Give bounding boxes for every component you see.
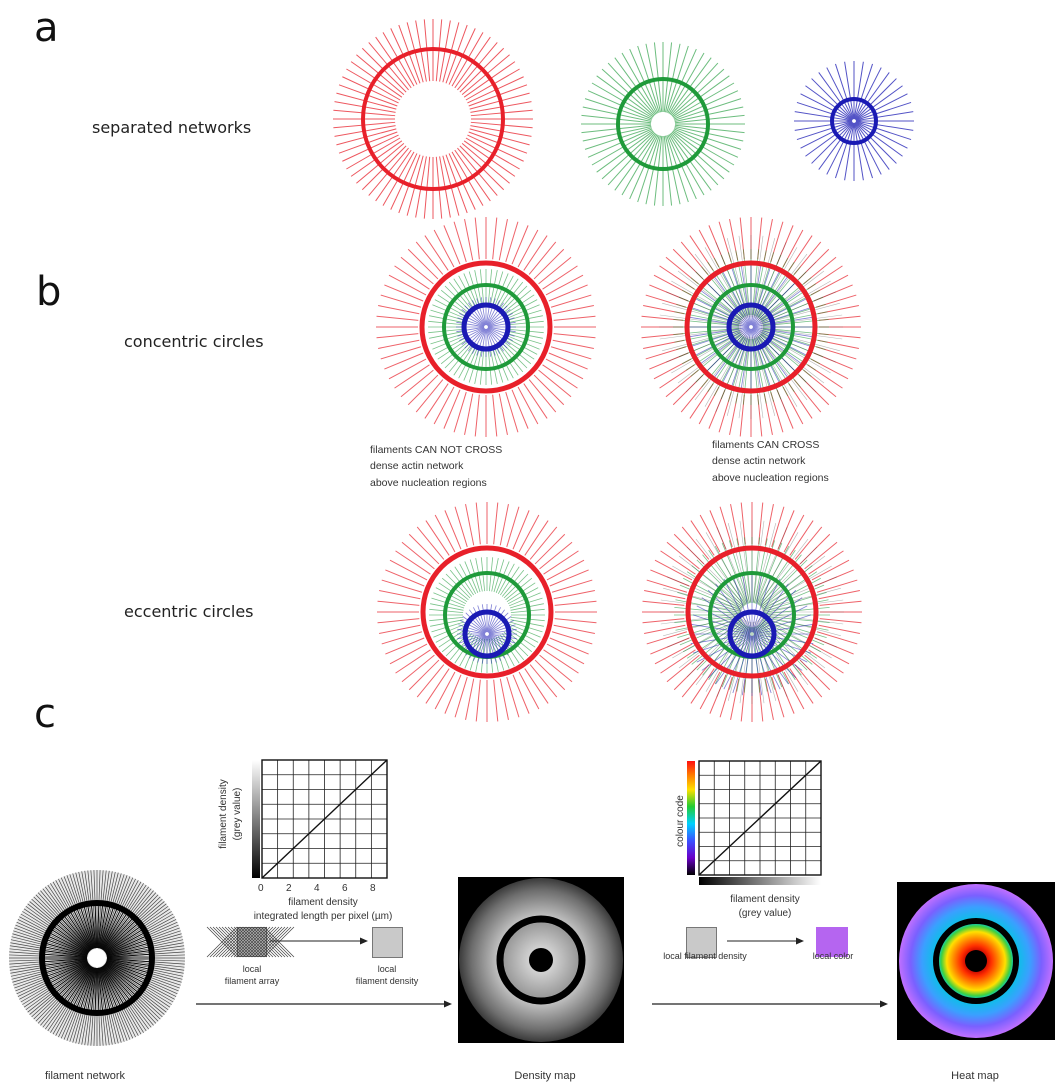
density-map-ring (496, 915, 586, 1005)
eccentric-can-cross-blue-ring (727, 609, 777, 659)
concentric-cannot-cross-red-ring (419, 260, 553, 394)
note-can-cross-line-3: above nucleation regions (712, 471, 829, 484)
note-cannot-cross-line-3: above nucleation regions (370, 476, 487, 489)
grey-value-scale-horizontal (699, 877, 821, 885)
concentric-cannot-cross-green-ring (442, 283, 530, 371)
graph1-xlabel-line-1: filament density (288, 897, 358, 908)
local-filament-density-label: local filament density (345, 964, 429, 987)
local-filament-array-label: local filament array (212, 964, 292, 987)
note-cannot-cross-line-2: dense actin network (370, 460, 464, 473)
concentric-can-cross-blue-rays (689, 265, 813, 389)
arrow-array-to-density (270, 937, 368, 945)
eccentric-cannot-cross-red-ring (420, 545, 554, 679)
graph1-xtick-2: 2 (286, 883, 292, 894)
note-can-cross-line-2: dense actin network (712, 455, 806, 468)
row-label-concentric-circles: concentric circles (124, 332, 264, 351)
green-nucleation-ring (616, 77, 710, 171)
caption-filament-network: filament network (44, 1070, 126, 1082)
caption-density-map: Density map (514, 1070, 576, 1082)
density-map-hole (529, 948, 553, 972)
graph1-xlabel: filament density integrated length per p… (228, 896, 418, 923)
local-density-swatch-2 (686, 927, 717, 958)
caption-heat-map: Heat map (951, 1070, 999, 1082)
filament-network-ring (39, 900, 155, 1016)
eccentric-can-cross-red-ring (685, 545, 819, 679)
arrow-density-to-color (727, 937, 804, 945)
local-filament-density-label-line-1: local (377, 964, 397, 974)
local-filament-array-label-line-1: local (242, 964, 262, 974)
concentric-can-cross-blue-ring (726, 302, 776, 352)
note-cannot-cross-line-1: filaments CAN NOT CROSS (370, 444, 503, 456)
local-filament-array-label-line-2: filament array (224, 975, 280, 986)
graph1-xtick-8: 8 (370, 883, 376, 894)
local-color-label: local color (812, 951, 854, 961)
grey-value-scale (252, 760, 260, 878)
concentric-cannot-cross-blue-ring (461, 302, 511, 352)
graph2-xlabel-line-1: filament density (730, 894, 800, 905)
grey-to-colour-graph (687, 760, 822, 885)
nested-networks-diagram (376, 217, 862, 722)
local-filament-density-label-2: local filament density (663, 951, 747, 961)
arrow-density-to-heat (652, 1000, 888, 1008)
graph1-xtick-4: 4 (314, 883, 320, 894)
length-to-grey-graph (252, 759, 388, 879)
graph2-xlabel-line-2: (grey value) (738, 907, 792, 919)
colour-code-scale (687, 761, 695, 875)
concentric-can-cross-green-ring (707, 283, 795, 371)
local-density-swatch (372, 927, 403, 958)
graph1-frame (261, 759, 388, 879)
graph1-xlabel-line-2: integrated length per pixel (µm) (253, 910, 393, 922)
local-array-filaments (206, 926, 295, 958)
note-can-cross-line-1: filaments CAN CROSS (712, 439, 820, 451)
concentric-cannot-cross-red-rays (376, 217, 596, 437)
heat-map-hole (965, 950, 987, 972)
filament-network-inner-rays (42, 903, 152, 1013)
row-label-separated-networks: separated networks (92, 118, 252, 137)
green-network-rays (581, 42, 745, 206)
eccentric-cannot-cross-blue-ring (462, 609, 512, 659)
concentric-can-cross-red-ring (684, 260, 818, 394)
graph1-xtick-6: 6 (342, 883, 348, 894)
blue-nucleation-ring (830, 97, 878, 145)
panel-letter-b: b (36, 269, 62, 315)
note-can-cross: filaments CAN CROSS dense actin network … (712, 437, 829, 486)
panel-letter-c: c (34, 691, 56, 737)
graph1-xtick-0: 0 (258, 883, 264, 894)
arrow-network-to-density (196, 1000, 452, 1008)
graph2-frame (698, 760, 822, 876)
panel-letter-a: a (34, 5, 59, 51)
density-pipeline-diagram (9, 870, 1055, 1046)
graph2-diagonal (698, 760, 822, 876)
graph2-xlabel: filament density (grey value) (700, 893, 830, 920)
heat-map-ring (933, 918, 1019, 1004)
local-filament-array-swatch (206, 926, 295, 958)
local-color-swatch (816, 927, 848, 957)
note-cannot-cross: filaments CAN NOT CROSS dense actin netw… (370, 442, 502, 491)
graph1-xticks: 0 2 4 6 8 (258, 882, 382, 894)
local-filament-density-label-line-2: filament density (355, 975, 419, 986)
concentric-cannot-cross-blue-rays (456, 297, 516, 357)
filament-network-hole (88, 949, 106, 967)
blue-network-rays (794, 61, 914, 181)
eccentric-cannot-cross-red-rays (377, 502, 597, 722)
separated-networks-diagram (333, 19, 914, 219)
row-label-eccentric-circles: eccentric circles (124, 602, 254, 621)
red-nucleation-ring (361, 47, 505, 191)
eccentric-can-cross-dense-network (660, 520, 844, 704)
graph1-diagonal (261, 759, 388, 879)
